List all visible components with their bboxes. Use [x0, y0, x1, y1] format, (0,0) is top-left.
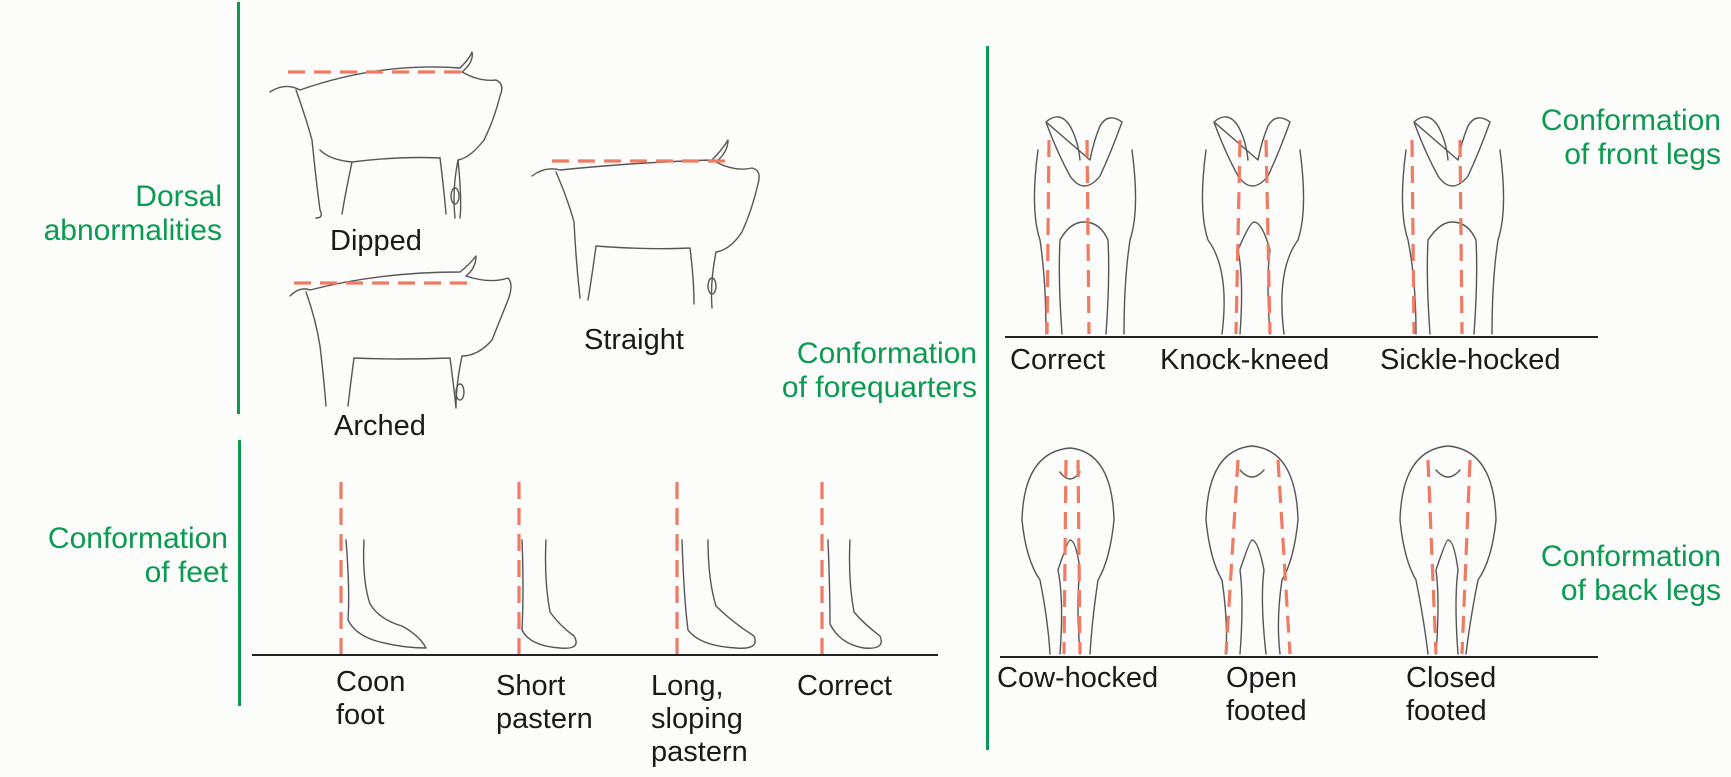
front-sickle-hocked-guide-right: [1460, 140, 1462, 334]
coon-foot-label: Coon foot: [336, 666, 405, 732]
dipped-goat-figure: [270, 52, 502, 218]
feet-section-label: Conformation of feet: [48, 522, 228, 590]
back-closed-footed-figure: [1400, 446, 1496, 654]
front-sickle-hocked-guide-left: [1412, 140, 1414, 334]
forequarters-section-label: Conformation of forequarters: [782, 337, 977, 405]
front-knock-kneed-label: Knock-kneed: [1160, 344, 1329, 377]
short-pastern-label: Short pastern: [496, 670, 593, 736]
back-legs-section-label: Conformation of back legs: [1541, 540, 1721, 608]
front-knock-kneed-guide-left: [1236, 140, 1240, 334]
front-knock-kneed-guide-right: [1266, 140, 1270, 334]
back-closed-footed-label: Closed footed: [1406, 662, 1496, 728]
front-correct-guide-left: [1047, 140, 1049, 334]
long-sloping-pastern-figure: [682, 540, 755, 648]
front-legs-section-label: Conformation of front legs: [1541, 104, 1721, 172]
correct-foot-label: Correct: [797, 670, 892, 703]
straight-goat-figure: [532, 140, 759, 308]
back-cow-hocked-label: Cow-hocked: [997, 662, 1158, 695]
front-correct-guide-right: [1087, 140, 1089, 334]
dipped-label: Dipped: [330, 225, 422, 258]
back-closed-footed-guide-left: [1428, 460, 1436, 654]
back-cow-hocked-guide-left: [1064, 460, 1066, 654]
dorsal-section-label: Dorsal abnormalities: [44, 180, 222, 248]
back-closed-footed-guide-right: [1462, 460, 1470, 654]
back-open-footed-guide-right: [1278, 460, 1290, 654]
back-cow-hocked-figure: [1022, 448, 1114, 654]
long-sloping-pastern-label: Long, sloping pastern: [651, 670, 748, 769]
short-pastern-figure: [522, 540, 576, 648]
straight-label: Straight: [584, 324, 684, 357]
correct-foot-figure: [828, 540, 881, 648]
coon-foot-figure: [346, 540, 426, 648]
arched-goat-figure: [290, 256, 511, 408]
front-sickle-hocked-figure: [1402, 117, 1503, 334]
front-sickle-hocked-label: Sickle-hocked: [1380, 344, 1561, 377]
back-open-footed-guide-left: [1226, 460, 1238, 654]
front-correct-label: Correct: [1010, 344, 1105, 377]
back-open-footed-label: Open footed: [1226, 662, 1307, 728]
arched-label: Arched: [334, 410, 426, 443]
front-knock-kneed-figure: [1202, 117, 1303, 334]
